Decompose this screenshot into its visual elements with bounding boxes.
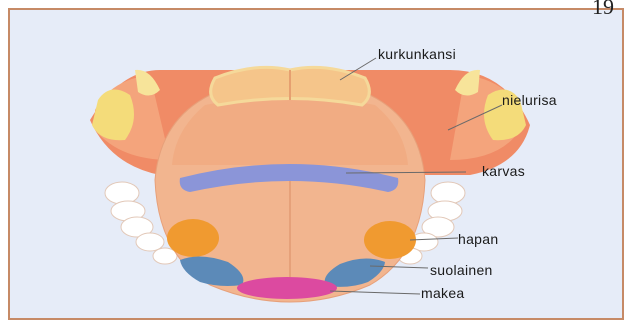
label-sour: hapan: [458, 231, 498, 247]
left-tonsil: [92, 90, 134, 141]
label-salty: suolainen: [430, 262, 493, 278]
label-tonsil: nielurisa: [502, 92, 557, 108]
sweet-zone: [237, 277, 337, 299]
label-sweet: makea: [421, 285, 465, 301]
label-epiglottis: kurkunkansi: [378, 46, 456, 62]
label-bitter: karvas: [482, 163, 525, 179]
sour-zone-left: [167, 219, 219, 257]
sour-zone-right: [364, 221, 416, 259]
tongue-papillae-area: [172, 97, 408, 166]
